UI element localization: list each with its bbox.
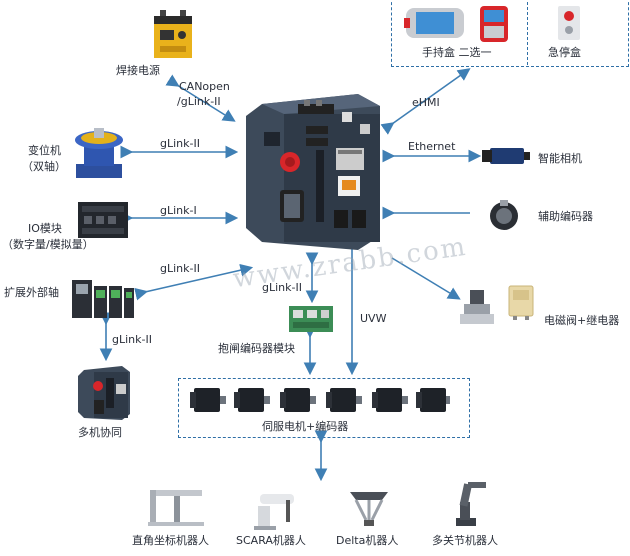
positioner-label-1: 变位机 (28, 144, 61, 157)
hmi-group-box (391, 0, 629, 67)
pendant-label: 手持盒 二选一 (422, 46, 492, 59)
robot-label-delta: Delta机器人 (336, 534, 399, 547)
valve-icon (460, 290, 494, 324)
camera-icon (482, 148, 530, 164)
camera-label: 智能相机 (538, 152, 582, 165)
canopen-label: CANopen (179, 80, 230, 93)
ethernet-label: Ethernet (408, 140, 456, 153)
welder-label: 焊接电源 (116, 64, 160, 77)
hmi-group-divider (527, 0, 528, 65)
cartesian-robot-icon (148, 490, 204, 526)
encoder-icon (490, 200, 518, 230)
positioner-label-2: （双轴） (22, 160, 66, 173)
relay-icon (508, 285, 534, 320)
delta-robot-icon (350, 492, 388, 526)
robot-label-scara: SCARA机器人 (236, 534, 306, 547)
encoder-label: 辅助编码器 (538, 210, 593, 223)
expansion-label: 扩展外部轴 (4, 286, 59, 299)
brake-module-icon (289, 306, 333, 332)
uvw-label: UVW (360, 312, 387, 325)
servo-label: 伺服电机+编码器 (262, 420, 349, 433)
glink-ii-left-label: gLink-II (160, 137, 200, 150)
brake-label: 抱闸编码器模块 (218, 342, 295, 355)
multi-cabinet-icon (78, 366, 130, 420)
glink-ii-brake-label: gLink-II (262, 281, 302, 294)
estop-label: 急停盒 (548, 46, 581, 59)
estop-box-icon (558, 6, 580, 40)
io-label-2: （数字量/模拟量） (2, 238, 94, 251)
welder-icon (154, 10, 192, 58)
positioner-icon (75, 128, 123, 178)
multi-label: 多机协同 (78, 426, 122, 439)
robot-label-articulated: 多关节机器人 (432, 534, 498, 547)
pendant-icon (404, 6, 508, 42)
glink-ii-multi-label: gLink-II (112, 333, 152, 346)
glink-ii-top-label: /gLink-II (177, 95, 221, 108)
io-label-1: IO模块 (28, 222, 62, 235)
controller-cabinet-icon (246, 94, 380, 250)
ehmi-label: eHMI (412, 96, 440, 109)
glink-ii-expansion-label: gLink-II (160, 262, 200, 275)
robot-label-cartesian: 直角坐标机器人 (132, 534, 209, 547)
articulated-robot-icon (456, 482, 486, 526)
scara-robot-icon (254, 494, 294, 530)
valve-label: 电磁阀+继电器 (544, 314, 620, 327)
servo-motor-icon (190, 388, 450, 412)
io-module-icon (78, 202, 128, 238)
glink-i-label: gLink-I (160, 204, 197, 217)
servo-drive-icon (72, 280, 134, 318)
